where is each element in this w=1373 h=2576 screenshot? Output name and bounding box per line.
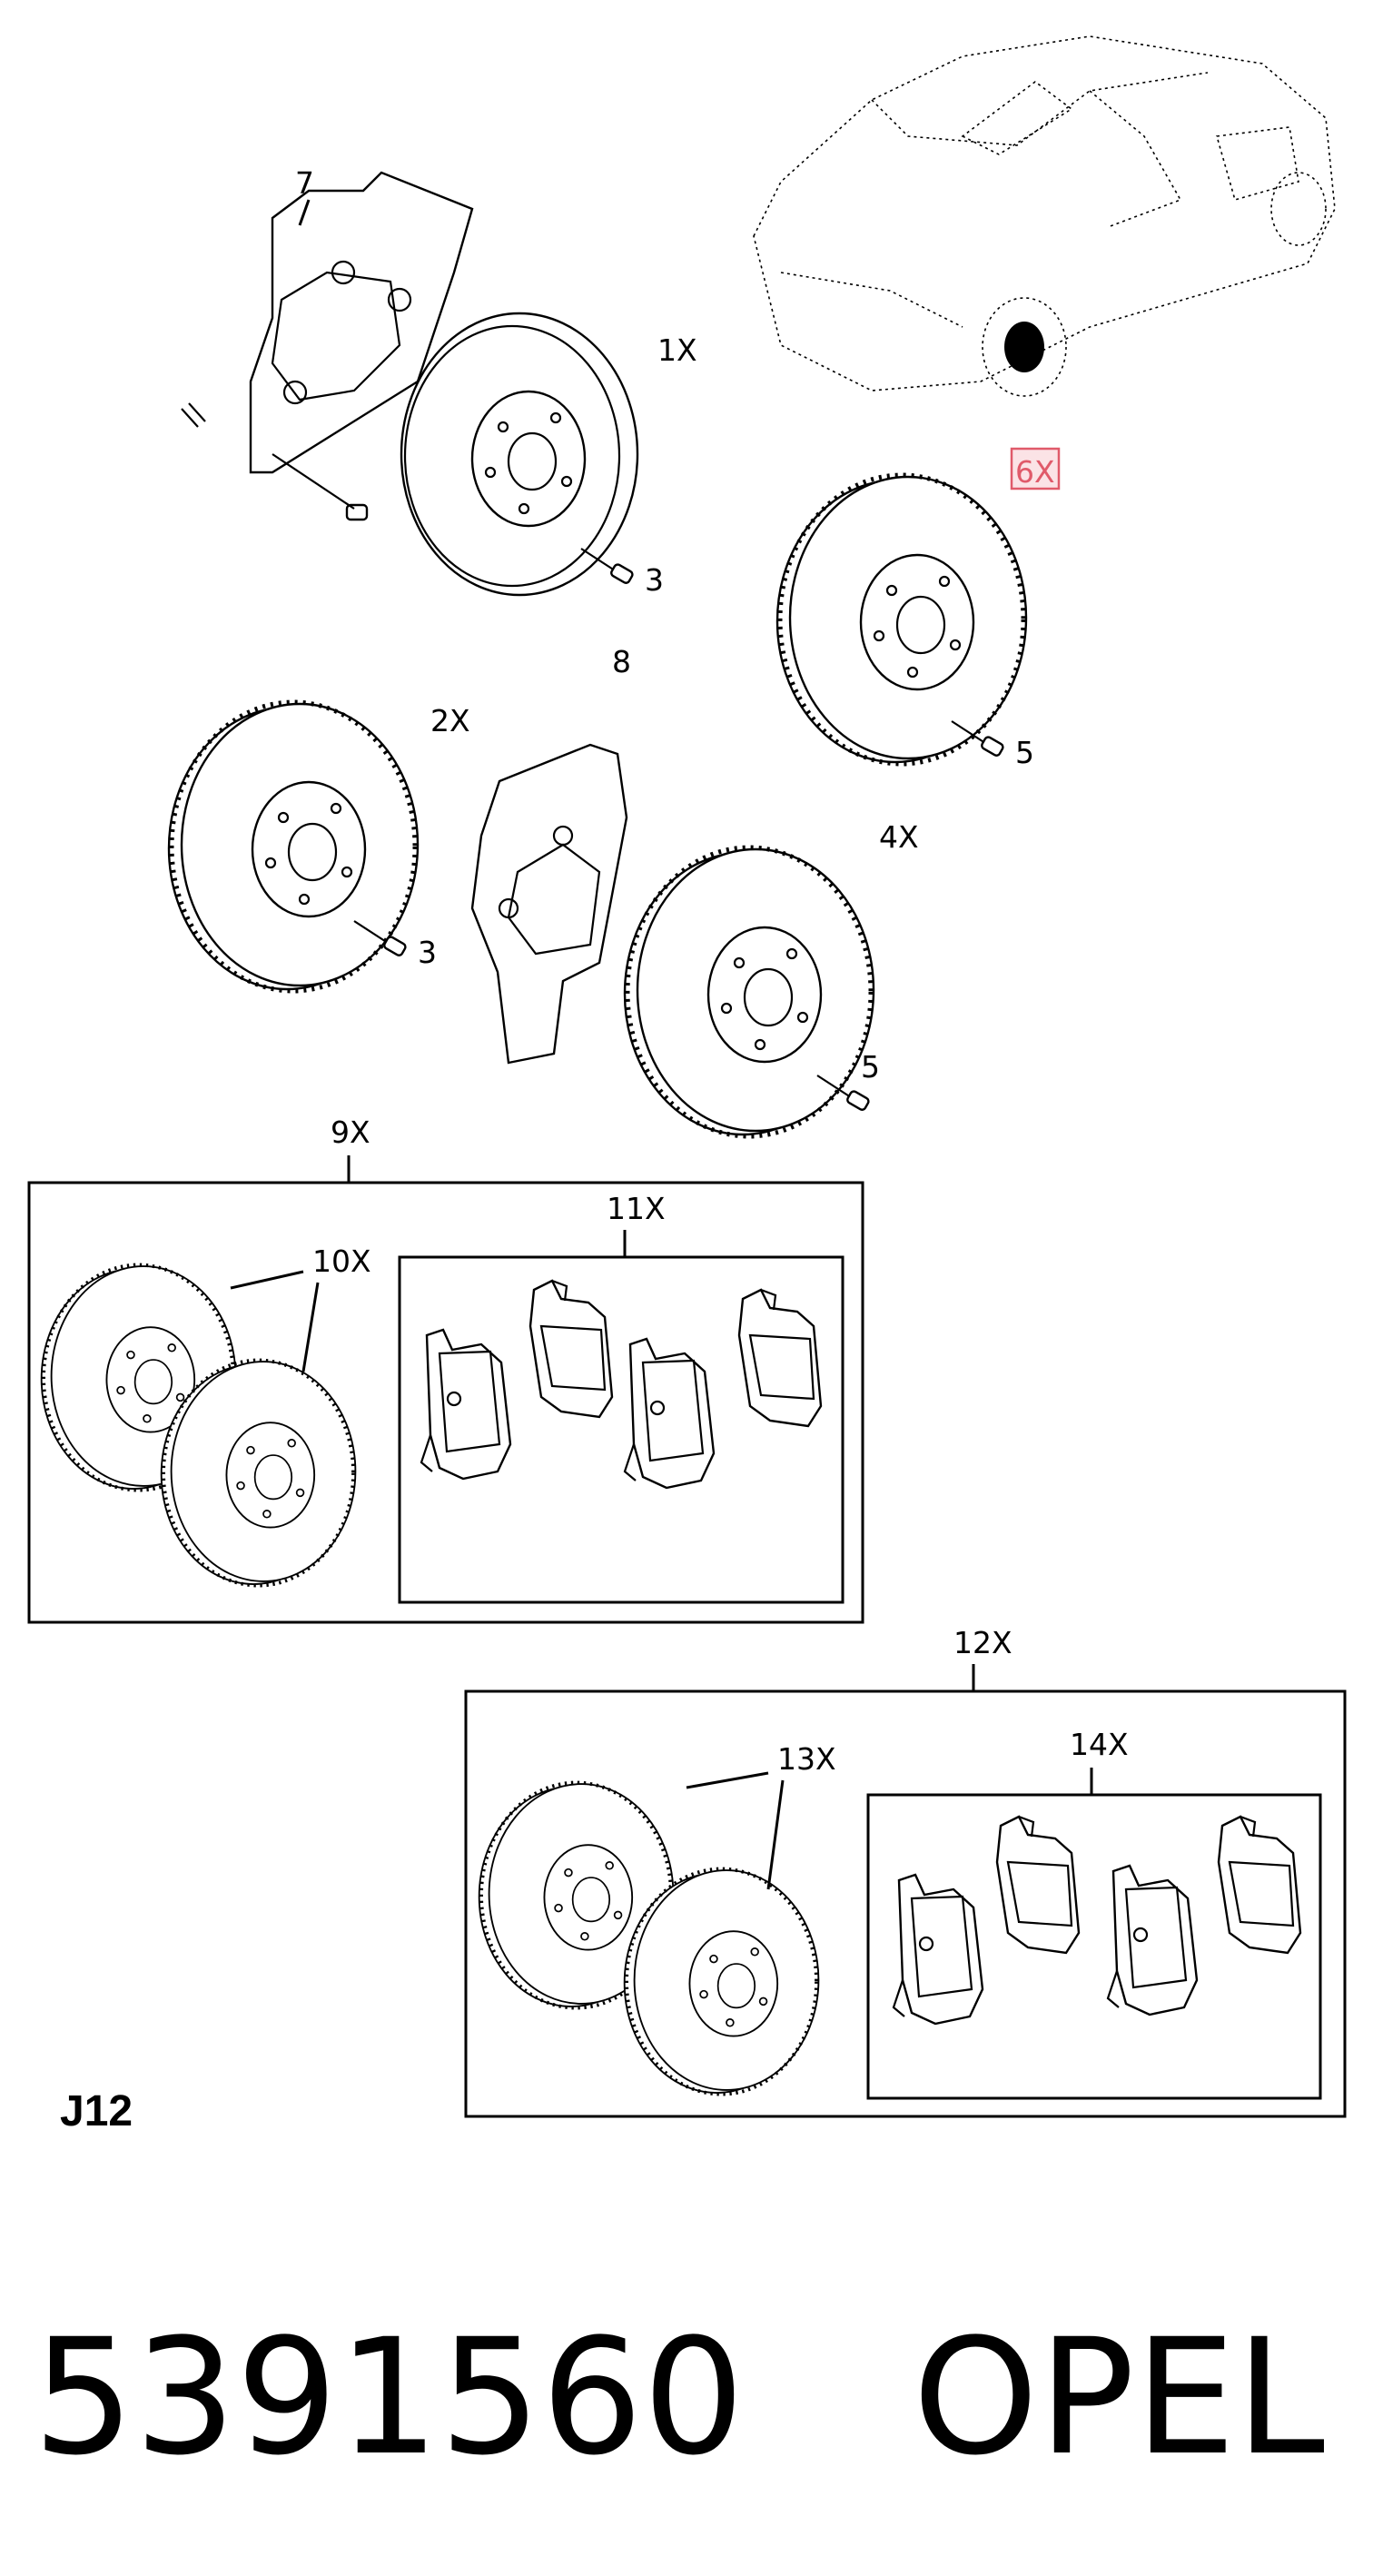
callout-1x: 1X <box>657 332 697 368</box>
callout-8: 8 <box>612 644 631 679</box>
part-number: 5391560 <box>33 2304 745 2491</box>
pad-11x-2 <box>528 1279 614 1419</box>
callout-6x: 6X <box>1015 454 1055 490</box>
callout-10x: 10X <box>312 1243 371 1279</box>
callout-11x: 11X <box>607 1191 666 1226</box>
dust-shield-8 <box>470 743 628 1065</box>
callout-14x: 14X <box>1070 1727 1129 1762</box>
callout-5a: 5 <box>1015 735 1034 770</box>
reference-code: J12 <box>60 2087 133 2135</box>
brake-disc-4x <box>625 847 874 1136</box>
brake-disc-6x <box>777 475 1026 764</box>
brand-name: OPEL <box>913 2304 1325 2491</box>
callout-4x: 4X <box>879 819 919 855</box>
callout-12x: 12X <box>953 1625 1012 1660</box>
kit-12x-disc-b <box>622 1867 821 2096</box>
dust-shield-7 <box>181 171 474 521</box>
kit-14x-box <box>866 1793 1322 2100</box>
highlight-box <box>1010 447 1061 490</box>
brake-disc-1x <box>400 312 639 597</box>
kit-9x-disc-b <box>159 1358 358 1588</box>
pad-14x-1 <box>892 1873 984 2026</box>
callout-9x: 9X <box>331 1115 370 1150</box>
callout-3a: 3 <box>645 562 664 598</box>
kit-12x-box <box>464 1689 1347 2118</box>
pad-11x-1 <box>420 1328 512 1481</box>
kit-9x-box <box>27 1181 864 1624</box>
callout-2x: 2X <box>430 703 470 738</box>
pad-11x-4 <box>737 1288 823 1428</box>
callout-3b: 3 <box>418 935 437 970</box>
callout-5b: 5 <box>861 1049 880 1085</box>
callout-13x: 13X <box>777 1741 836 1777</box>
callout-7: 7 <box>295 165 314 201</box>
pad-14x-4 <box>1217 1815 1302 1955</box>
pad-14x-2 <box>995 1815 1081 1955</box>
pad-14x-3 <box>1106 1864 1199 2016</box>
pad-11x-3 <box>623 1337 716 1490</box>
brake-disc-2x <box>169 702 418 991</box>
car-illustration <box>753 35 1336 397</box>
kit-11x-box <box>398 1255 845 1604</box>
